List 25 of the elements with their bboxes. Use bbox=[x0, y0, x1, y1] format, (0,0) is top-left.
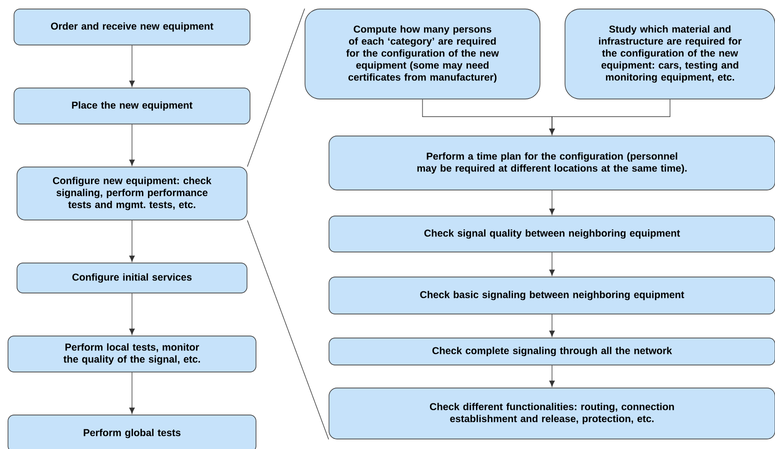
process-box: Check complete signaling through all the network bbox=[328, 338, 775, 366]
process-box: Check different functionalities: routing, connection establishment and release, protection, etc. bbox=[328, 388, 775, 440]
arrow bbox=[129, 124, 135, 166]
arrow bbox=[129, 372, 135, 414]
process-box: Check basic signaling between neighboring equipment bbox=[328, 276, 775, 314]
arrow bbox=[129, 45, 135, 87]
arrow bbox=[549, 99, 670, 135]
arrow bbox=[549, 190, 555, 215]
process-box: Configure initial services bbox=[16, 262, 248, 294]
arrow bbox=[549, 365, 555, 387]
process-box: Order and receive new equipment bbox=[14, 8, 250, 46]
arrow bbox=[549, 252, 555, 276]
process-box: Place the new equipment bbox=[14, 88, 250, 124]
process-box: Check signal quality between neighboring equipment bbox=[328, 216, 775, 252]
process-box: Compute how many persons of each ‘category’ are required for the configuration of the new equipment (some may need certificates from manufacturer) bbox=[304, 8, 540, 100]
process-box: Perform local tests, monitor the quality of the signal, etc. bbox=[8, 336, 256, 372]
arrow bbox=[129, 220, 135, 262]
zoom-line bbox=[247, 8, 305, 167]
process-box: Perform a time plan for the configuration (personnel may be required at different locations at the same time). bbox=[328, 136, 775, 190]
arrow bbox=[549, 314, 555, 337]
zoom-line bbox=[247, 220, 329, 440]
process-box: Perform global tests bbox=[8, 414, 256, 449]
process-box: Configure new equipment: check signaling, perform performance tests and mgmt. tests, etc. bbox=[16, 166, 248, 220]
process-box: Study which material and infrastructure are required for the configuration of the new equipment: cars, testing and monitoring equipment, etc. bbox=[564, 8, 775, 100]
arrow bbox=[129, 293, 135, 335]
